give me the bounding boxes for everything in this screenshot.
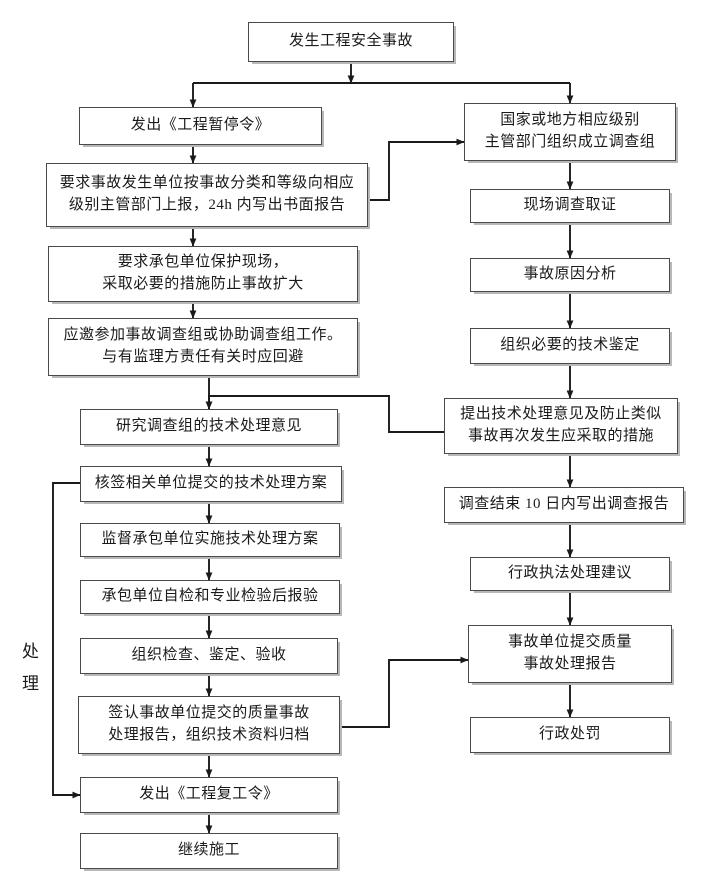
node-text-line: 行政执法处理建议 <box>507 565 632 582</box>
node-label: 事故单位提交质量事故处理报告 <box>469 632 671 676</box>
node-text-line: 发出《工程暂停令》 <box>130 117 271 134</box>
node-text-line: 处理报告，组织技术资料归档 <box>108 727 310 743</box>
node-n10: 组织检查、鉴定、验收 <box>80 638 338 674</box>
node-label: 提出技术处理意见及防止类似事故再次发生应采取的措施 <box>445 404 677 448</box>
node-text-line: 事故再次发生应采取的措施 <box>467 428 654 444</box>
node-n6: 研究调查组的技术处理意见 <box>80 409 338 445</box>
node-label: 事故原因分析 <box>471 264 669 286</box>
node-n2: 发出《工程暂停令》 <box>79 107 322 145</box>
node-label: 现场调查取证 <box>471 195 669 217</box>
node-text-line: 与有监理方责任有关时应回避 <box>102 349 304 365</box>
node-n4: 要求承包单位保护现场， 采取必要的措施防止事故扩大 <box>48 246 358 302</box>
side-label-char-1: 处 <box>22 642 40 661</box>
node-text-line: 级别主管部门上报，24h 内写出书面报告 <box>68 197 346 213</box>
node-label: 要求承包单位保护现场， 采取必要的措施防止事故扩大 <box>49 252 357 296</box>
node-text-line: 签认事故单位提交的质量事故 <box>108 705 310 722</box>
node-n11: 签认事故单位提交的质量事故处理报告，组织技术资料归档 <box>78 696 340 754</box>
node-label: 要求事故发生单位按事故分类和等级向相应级别主管部门上报，24h 内写出书面报告 <box>47 173 367 217</box>
node-label: 行政处罚 <box>471 724 669 746</box>
node-text-line: 要求事故发生单位按事故分类和等级向相应 <box>59 175 355 192</box>
node-label: 应邀参加事故调查组或协助调查组工作。与有监理方责任有关时应回避 <box>49 325 357 369</box>
edge-n3-r1 <box>368 138 465 201</box>
node-text-line: 事故处理报告 <box>523 656 617 672</box>
node-label: 发出《工程暂停令》 <box>80 115 321 137</box>
node-r4: 组织必要的技术鉴定 <box>470 328 670 364</box>
node-text-line: 现场调查取证 <box>523 197 617 214</box>
node-label: 研究调查组的技术处理意见 <box>81 416 337 438</box>
node-label: 监督承包单位实施技术处理方案 <box>81 529 339 551</box>
node-text-line: 继续施工 <box>177 842 240 859</box>
node-n8: 监督承包单位实施技术处理方案 <box>80 523 340 557</box>
node-n3: 要求事故发生单位按事故分类和等级向相应级别主管部门上报，24h 内写出书面报告 <box>46 163 368 227</box>
node-text-line: 监督承包单位实施技术处理方案 <box>101 531 319 548</box>
node-r9: 行政处罚 <box>470 717 670 753</box>
node-label: 发生工程安全事故 <box>249 31 453 53</box>
node-label: 行政执法处理建议 <box>471 563 669 585</box>
edge-n7-n12 <box>52 482 81 799</box>
node-text-line: 发生工程安全事故 <box>288 33 413 50</box>
side-label-char-2: 理 <box>22 674 40 694</box>
node-label: 组织检查、鉴定、验收 <box>81 645 337 667</box>
edge-n11-r8 <box>340 656 469 728</box>
node-r6: 调查结束 10 日内写出调查报告 <box>444 487 684 523</box>
node-label: 发出《工程复工令》 <box>81 784 337 806</box>
node-label: 调查结束 10 日内写出调查报告 <box>445 494 683 516</box>
node-text-line: 事故原因分析 <box>523 266 617 283</box>
node-text-line: 调查结束 10 日内写出调查报告 <box>458 496 670 513</box>
node-text-line: 主管部门组织成立调查组 <box>484 134 656 150</box>
node-r2: 现场调查取证 <box>470 189 670 223</box>
node-n1: 发生工程安全事故 <box>248 22 454 62</box>
node-text-line: 要求承包单位保护现场， <box>117 254 289 271</box>
node-text-line: 提出技术处理意见及防止类似 <box>460 406 662 423</box>
node-r7: 行政执法处理建议 <box>470 557 670 591</box>
node-n9: 承包单位自检和专业检验后报验 <box>80 580 340 614</box>
node-text-line: 国家或地方相应级别 <box>500 112 640 129</box>
node-label: 签认事故单位提交的质量事故处理报告，组织技术资料归档 <box>79 703 339 747</box>
node-r1: 国家或地方相应级别主管部门组织成立调查组 <box>464 103 676 161</box>
node-n13: 继续施工 <box>80 833 338 869</box>
node-label: 国家或地方相应级别主管部门组织成立调查组 <box>465 110 675 154</box>
node-text-line: 研究调查组的技术处理意见 <box>115 418 302 435</box>
node-r8: 事故单位提交质量事故处理报告 <box>468 625 672 683</box>
node-text-line: 承包单位自检和专业检验后报验 <box>101 588 319 605</box>
node-n7: 核签相关单位提交的技术处理方案 <box>80 466 342 502</box>
node-text-line: 应邀参加事故调查组或协助调查组工作。 <box>63 327 343 344</box>
node-n5: 应邀参加事故调查组或协助调查组工作。与有监理方责任有关时应回避 <box>48 318 358 376</box>
node-text-line: 采取必要的措施防止事故扩大 <box>102 276 304 292</box>
node-label: 组织必要的技术鉴定 <box>471 335 669 357</box>
side-label-handling: 处 理 <box>18 636 44 701</box>
node-r5: 提出技术处理意见及防止类似事故再次发生应采取的措施 <box>444 398 678 454</box>
node-r3: 事故原因分析 <box>470 258 670 292</box>
node-text-line: 行政处罚 <box>538 726 601 743</box>
node-text-line: 核签相关单位提交的技术处理方案 <box>94 475 328 492</box>
node-label: 承包单位自检和专业检验后报验 <box>81 586 339 608</box>
node-text-line: 发出《工程复工令》 <box>139 786 279 803</box>
node-n12: 发出《工程复工令》 <box>80 777 338 813</box>
node-text-line: 组织检查、鉴定、验收 <box>131 647 287 664</box>
node-label: 继续施工 <box>81 840 337 862</box>
node-text-line: 事故单位提交质量 <box>507 634 632 651</box>
node-text-line: 组织必要的技术鉴定 <box>500 337 640 354</box>
node-label: 核签相关单位提交的技术处理方案 <box>81 473 341 495</box>
